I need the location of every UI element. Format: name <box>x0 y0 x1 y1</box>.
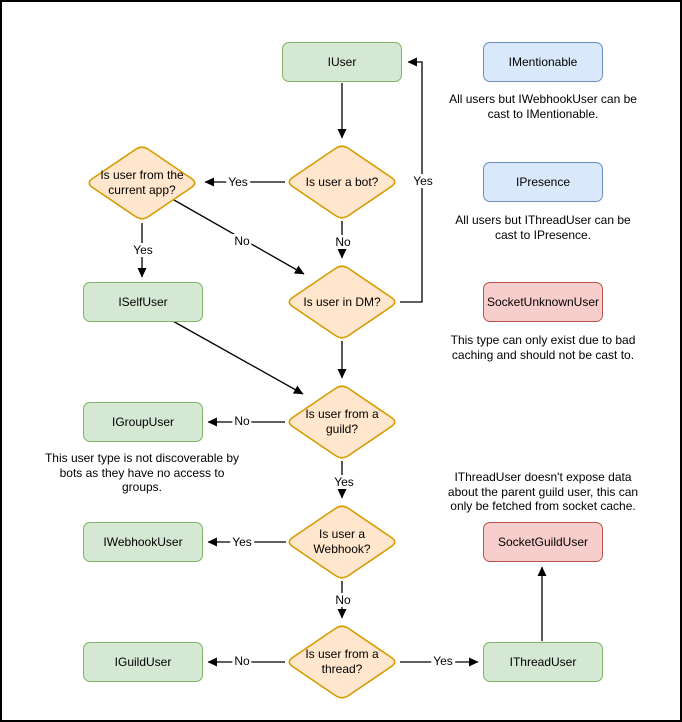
node-ithreaduser: IThreadUser <box>483 642 603 682</box>
node-socketguilduser: SocketGuildUser <box>483 522 603 562</box>
note-line: All users but IThreadUser can be <box>455 213 631 227</box>
note-line: This user type is not discoverable by <box>44 451 240 465</box>
diamond-shape <box>288 265 396 339</box>
note-line: IThreadUser doesn't expose data <box>454 470 632 484</box>
node-igroupuser: IGroupUser <box>83 402 203 442</box>
decision-is-user-from-guild: Is user from a guild? <box>285 383 399 461</box>
note-igroupuser: This user type is not discoverable by bo… <box>22 451 262 495</box>
node-imentionable: IMentionable <box>483 42 603 82</box>
note-line: only be fetched from socket cache. <box>450 499 636 513</box>
node-label: SocketGuildUser <box>497 535 589 549</box>
edge-label-app-yes: Yes <box>131 243 155 257</box>
decision-label: Is user a Webhook? <box>313 527 371 556</box>
node-iwebhookuser: IWebhookUser <box>83 522 203 562</box>
node-label: IPresence <box>515 175 571 189</box>
decision-is-user-from-current-app: Is user from the current app? <box>85 144 199 222</box>
edge-label-dm-yes: Yes <box>411 174 435 188</box>
decision-is-user-a-webhook: Is user a Webhook? <box>285 503 399 581</box>
edge-label-webhook-yes: Yes <box>230 535 254 549</box>
node-socketunknownuser: SocketUnknownUser <box>483 282 603 322</box>
edge-label-guild-no: No <box>232 414 252 428</box>
node-label: IThreadUser <box>509 655 577 669</box>
edge-label-bot-yes: Yes <box>226 175 250 189</box>
diamond-shape <box>88 146 196 220</box>
diamond-shape <box>288 145 396 219</box>
diamond-shape <box>288 385 396 459</box>
node-iuser: IUser <box>282 42 402 82</box>
note-line: cast to IPresence. <box>494 227 592 242</box>
decision-label: Is user a bot? <box>305 174 379 189</box>
decision-label: Is user in DM? <box>303 294 381 309</box>
node-label: IUser <box>327 55 357 69</box>
edge-label-app-no: No <box>232 234 252 248</box>
node-iguilduser: IGuildUser <box>83 642 203 682</box>
decision-label: Is user from the current app? <box>100 168 184 197</box>
node-label: SocketUnknownUser <box>486 295 600 309</box>
note-line: This type can only exist due to bad <box>450 333 636 347</box>
note-line: All users but IWebhookUser can be <box>449 92 637 106</box>
node-label: IMentionable <box>508 55 578 69</box>
note-line: about the parent guild user, this can <box>447 484 639 499</box>
node-iselfuser: ISelfUser <box>83 282 203 322</box>
note-line: caching and should not be cast to. <box>451 347 635 362</box>
note-line: groups. <box>121 480 163 494</box>
note-socketunknownuser: This type can only exist due to bad cach… <box>423 333 663 362</box>
edge-label-bot-no: No <box>333 235 353 249</box>
edge-label-webhook-no: No <box>333 593 353 607</box>
note-imentionable: All users but IWebhookUser can be cast t… <box>423 92 663 121</box>
node-label: IGuildUser <box>114 655 172 669</box>
note-line: bots as they have no access to <box>59 465 225 480</box>
decision-label: Is user from a guild? <box>305 407 379 436</box>
node-label: IWebhookUser <box>103 535 183 549</box>
node-ipresence: IPresence <box>483 162 603 202</box>
diamond-shape <box>288 505 396 579</box>
note-line: cast to IMentionable. <box>487 106 599 121</box>
decision-is-user-in-dm: Is user in DM? <box>285 263 399 341</box>
edge-iselfuser-to-fromguild <box>170 319 304 395</box>
node-label: ISelfUser <box>118 295 168 309</box>
node-label: IGroupUser <box>111 415 175 429</box>
note-ipresence: All users but IThreadUser can be cast to… <box>423 213 663 242</box>
decision-label: Is user from a thread? <box>305 647 379 676</box>
diamond-shape <box>288 625 396 699</box>
edge-label-thread-yes: Yes <box>431 654 455 668</box>
edge-label-thread-no: No <box>232 654 252 668</box>
decision-is-user-from-thread: Is user from a thread? <box>285 623 399 701</box>
decision-is-user-a-bot: Is user a bot? <box>285 143 399 221</box>
edge-label-guild-yes: Yes <box>332 475 356 489</box>
note-ithreaduser: IThreadUser doesn't expose data about th… <box>423 470 663 514</box>
